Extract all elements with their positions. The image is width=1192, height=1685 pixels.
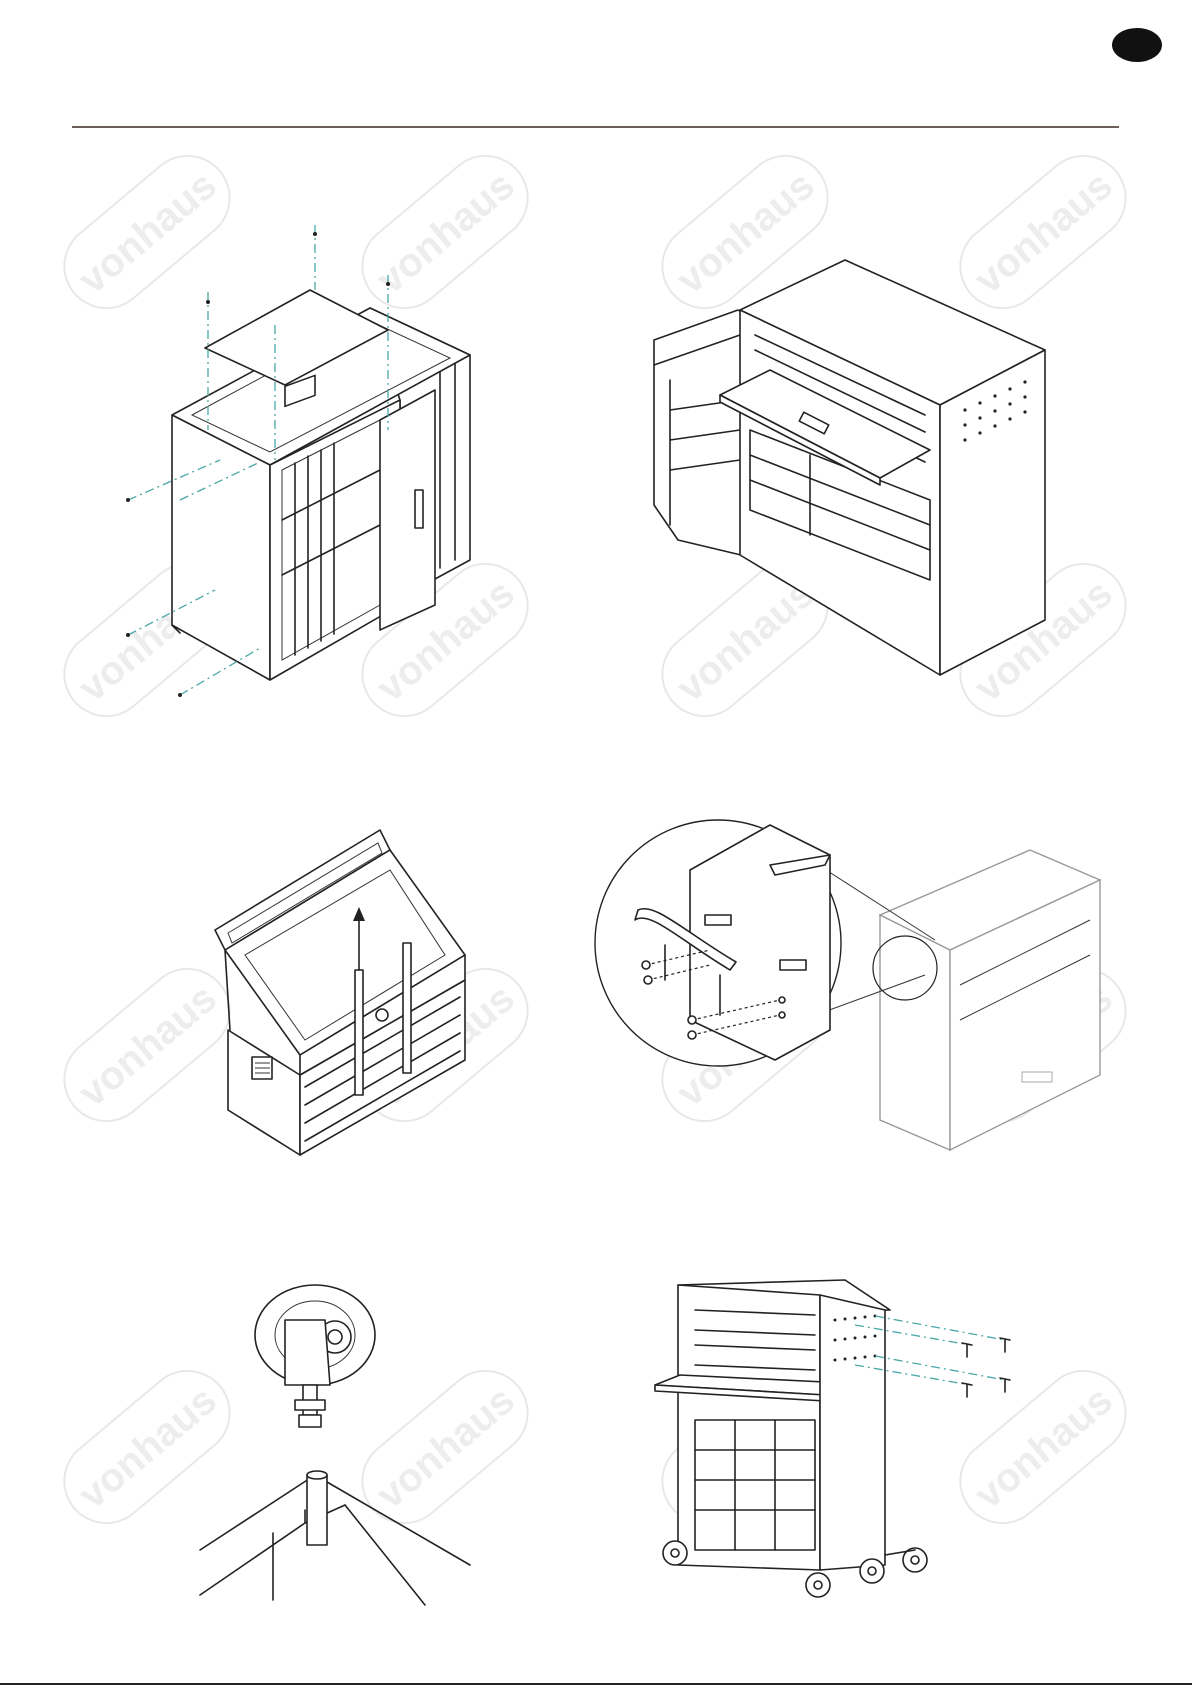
header-divider bbox=[72, 126, 1119, 128]
tool-chest-lid-open-illustration bbox=[210, 825, 480, 1155]
cabinet-top-panel-assembly-illustration bbox=[110, 230, 490, 700]
page-marker-oval bbox=[1112, 28, 1162, 62]
assembled-cabinets-with-slide-shelf-illustration bbox=[650, 250, 1050, 680]
side-handle-attachment-detail-illustration bbox=[610, 820, 1110, 1160]
caster-wheel-insertion-illustration bbox=[195, 1275, 475, 1605]
watermark-text: vonhaus bbox=[71, 976, 225, 1115]
roller-cabinet-side-hooks-illustration bbox=[650, 1275, 1050, 1605]
